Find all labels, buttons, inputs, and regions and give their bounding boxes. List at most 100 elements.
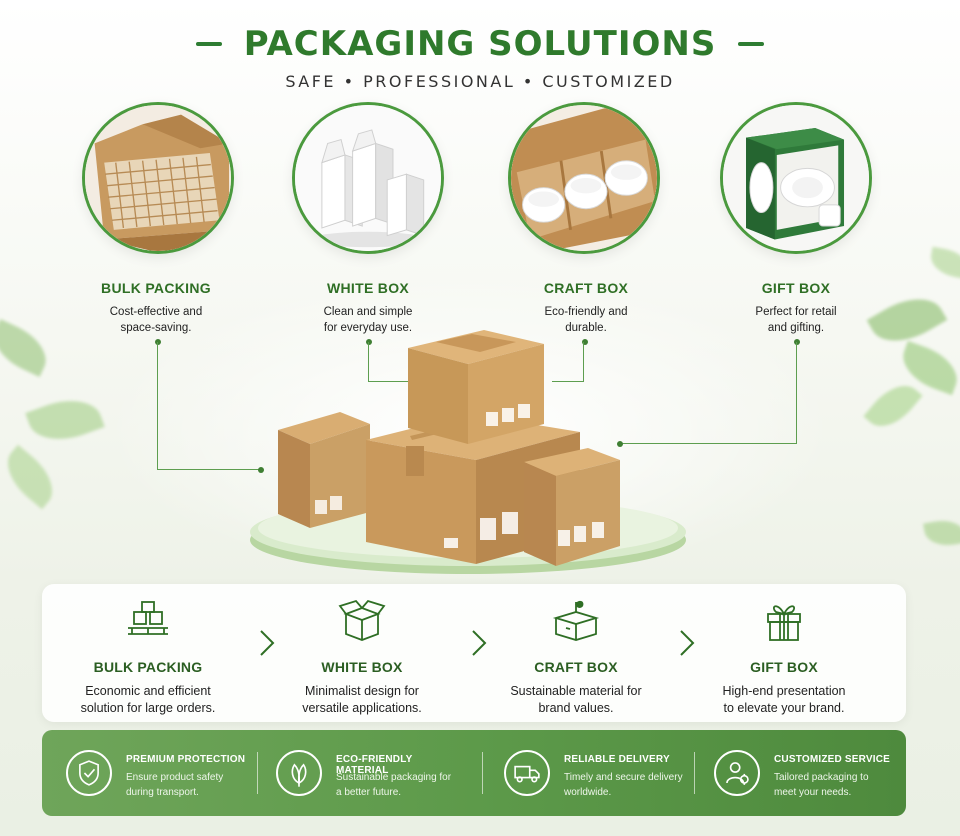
connector-dot: [155, 339, 161, 345]
process-step-white-box: WHITE BOX Minimalist design for versatil…: [262, 598, 462, 717]
connector-dot: [366, 339, 372, 345]
feature-description: Ensure product safety during transport.: [126, 770, 256, 800]
connector-dot: [794, 339, 800, 345]
category-description: Cost-effective and space-saving.: [66, 304, 246, 336]
title-dash-right: [738, 42, 765, 46]
connector-dot: [582, 339, 588, 345]
category-title: BULK PACKING: [101, 280, 211, 296]
step-desc-line: to elevate your brand.: [723, 701, 845, 715]
feature-desc-line: a better future.: [336, 787, 402, 798]
leaf-decoration: [923, 516, 960, 550]
category-desc-line: Clean and simple: [323, 306, 413, 318]
leaf-decoration: [863, 375, 923, 437]
step-description: Economic and efficient solution for larg…: [48, 683, 248, 717]
connector-dot: [258, 467, 264, 473]
connector-dot: [617, 441, 623, 447]
page-title: PACKAGING SOLUTIONS: [243, 24, 717, 64]
feature-description: Timely and secure delivery worldwide.: [564, 770, 694, 800]
title-dash-left: [195, 42, 222, 46]
feature-description: Tailored packaging to meet your needs.: [774, 770, 904, 800]
cardboard-boxes-illustration: [240, 320, 700, 590]
user-service-icon: [714, 750, 760, 796]
chevron-right-icon: [260, 630, 275, 656]
step-desc-line: High-end presentation: [722, 684, 846, 698]
process-step-craft-box: CRAFT BOX Sustainable material for brand…: [476, 598, 676, 717]
step-desc-line: solution for large orders.: [80, 701, 216, 715]
gift-icon: [767, 605, 801, 641]
feature-desc-line: Timely and secure delivery: [564, 772, 683, 783]
feature-desc-line: meet your needs.: [774, 787, 852, 798]
bulk-packing-image: [82, 102, 234, 254]
leaf-decoration: [0, 444, 64, 510]
step-title: CRAFT BOX: [534, 659, 618, 675]
truck-icon: [504, 750, 550, 796]
pallet-boxes-icon: [128, 601, 168, 635]
category-title: WHITE BOX: [326, 280, 410, 296]
page-subtitle: SAFE • PROFESSIONAL • CUSTOMIZED: [285, 72, 675, 91]
header: PACKAGING SOLUTIONS SAFE • PROFESSIONAL …: [0, 24, 960, 91]
process-step-bulk-packing: BULK PACKING Economic and efficient solu…: [48, 598, 248, 717]
category-desc-line: for everyday use.: [323, 322, 413, 334]
shield-check-icon: [66, 750, 112, 796]
connector-line: [368, 342, 408, 382]
step-title: GIFT BOX: [750, 659, 818, 675]
feature-desc-line: worldwide.: [564, 787, 612, 798]
feature-desc-line: Sustainable packaging for: [336, 772, 452, 783]
feature-title: RELIABLE DELIVERY: [564, 754, 670, 765]
step-title: BULK PACKING: [93, 659, 203, 675]
feature-description: Sustainable packaging for a better futur…: [336, 770, 466, 800]
category-craft-box: CRAFT BOX Eco-friendly and durable.: [496, 280, 676, 336]
category-desc-line: durable.: [565, 322, 607, 334]
features-bar: PREMIUM PROTECTION Ensure product safety…: [42, 730, 906, 816]
category-description: Clean and simple for everyday use.: [278, 304, 458, 336]
step-description: Minimalist design for versatile applicat…: [262, 683, 462, 717]
chevron-right-icon: [680, 630, 695, 656]
leaf-decoration: [928, 246, 960, 280]
feature-desc-line: Tailored packaging to: [774, 772, 869, 783]
category-gift-box: GIFT BOX Perfect for retail and gifting.: [706, 280, 886, 336]
process-step-gift-box: GIFT BOX High-end presentation to elevat…: [684, 598, 884, 717]
category-bulk-packing: BULK PACKING Cost-effective and space-sa…: [66, 280, 246, 336]
step-desc-line: versatile applications.: [302, 701, 422, 715]
white-box-image: [292, 102, 444, 254]
feature-desc-line: Ensure product safety: [126, 772, 224, 783]
category-description: Eco-friendly and durable.: [496, 304, 676, 336]
process-panel: BULK PACKING Economic and efficient solu…: [42, 584, 906, 722]
leaf-decoration: [0, 319, 55, 377]
feature-divider: [694, 752, 695, 794]
category-description: Perfect for retail and gifting.: [706, 304, 886, 336]
feature-title: CUSTOMIZED SERVICE: [774, 754, 891, 765]
feature-eco-friendly-material: ECO-FRIENDLY MATERIAL Sustainable packag…: [252, 730, 464, 816]
feature-divider: [257, 752, 258, 794]
category-white-box: WHITE BOX Clean and simple for everyday …: [278, 280, 458, 336]
category-desc-line: space-saving.: [120, 322, 192, 334]
feature-premium-protection: PREMIUM PROTECTION Ensure product safety…: [42, 730, 254, 816]
step-desc-line: Sustainable material for: [510, 684, 642, 698]
feature-reliable-delivery: RELIABLE DELIVERY Timely and secure deli…: [480, 730, 692, 816]
category-title: CRAFT BOX: [543, 280, 629, 296]
gift-box-image: [720, 102, 872, 254]
step-title: WHITE BOX: [321, 659, 403, 675]
step-description: Sustainable material for brand values.: [476, 683, 676, 717]
connector-line: [552, 342, 584, 382]
connector-line: [620, 342, 797, 444]
connector-line: [157, 342, 261, 470]
category-desc-line: Perfect for retail: [755, 306, 837, 318]
category-desc-line: and gifting.: [767, 322, 825, 334]
eco-box-icon: [552, 600, 600, 641]
feature-customized-service: CUSTOMIZED SERVICE Tailored packaging to…: [690, 730, 902, 816]
category-desc-line: Cost-effective and: [109, 306, 203, 318]
feature-title: PREMIUM PROTECTION: [126, 754, 246, 765]
chevron-right-icon: [472, 630, 487, 656]
step-desc-line: brand values.: [538, 701, 614, 715]
craft-box-image: [508, 102, 660, 254]
category-title: GIFT BOX: [761, 280, 831, 296]
category-desc-line: Eco-friendly and: [544, 306, 628, 318]
step-description: High-end presentation to elevate your br…: [684, 683, 884, 717]
leaf-decoration: [25, 389, 105, 451]
feature-title: ECO-FRIENDLY MATERIAL: [336, 754, 413, 776]
feature-desc-line: during transport.: [126, 787, 199, 798]
feature-divider: [482, 752, 483, 794]
leaf-icon: [276, 750, 322, 796]
